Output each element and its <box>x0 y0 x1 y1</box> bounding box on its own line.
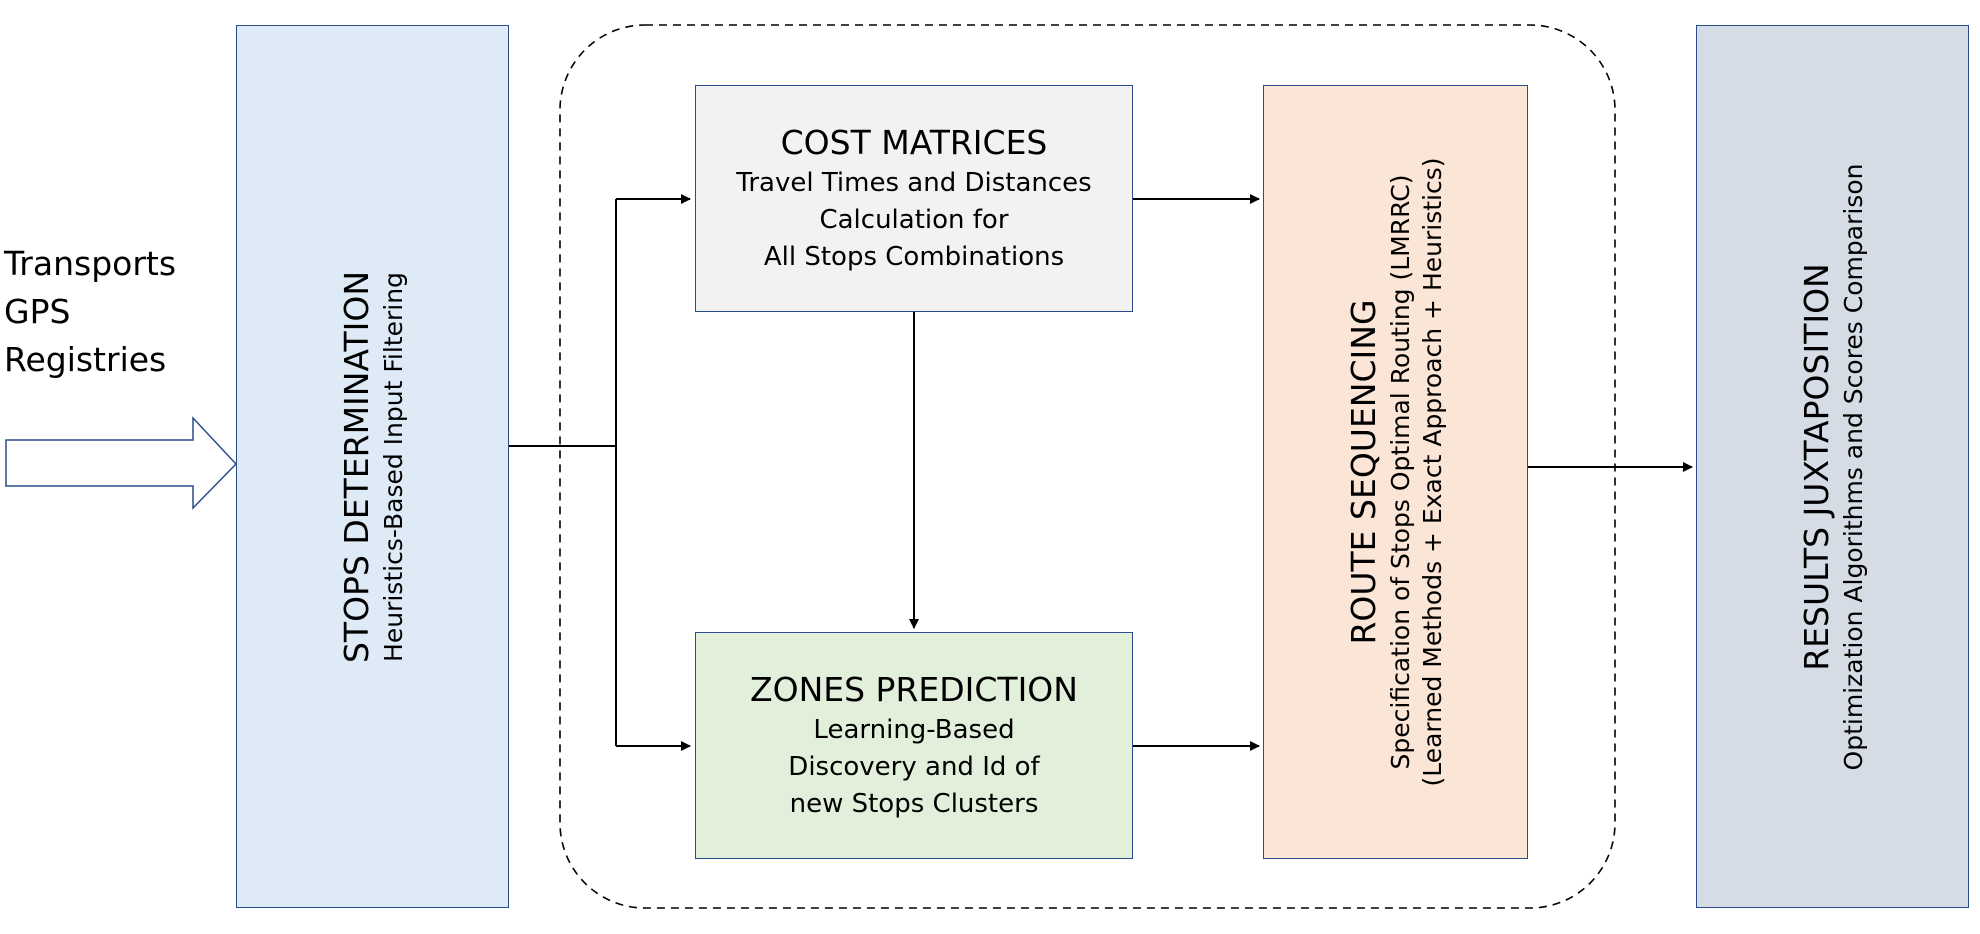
zones-prediction-line-3: new Stops Clusters <box>789 789 1039 819</box>
cost-matrices-box: COST MATRICES Travel Times and Distances… <box>695 85 1133 312</box>
cost-matrices-line-1: Travel Times and Distances <box>736 168 1092 198</box>
zones-prediction-box: ZONES PREDICTION Learning-Based Discover… <box>695 632 1133 859</box>
cost-matrices-line-2: Calculation for <box>819 205 1009 235</box>
zones-prediction-line-2: Discovery and Id of <box>788 752 1040 782</box>
input-source-label: Transports GPS Registries <box>4 240 176 384</box>
results-juxtaposition-subtitle: Optimization Algorithms and Scores Compa… <box>1838 163 1868 770</box>
cost-matrices-title: COST MATRICES <box>780 123 1048 162</box>
route-sequencing-text: ROUTE SEQUENCING Specification of Stops … <box>1343 157 1449 786</box>
input-line-gps: GPS <box>4 292 71 331</box>
stops-determination-text: STOPS DETERMINATION Heuristics-Based Inp… <box>336 270 410 662</box>
results-juxtaposition-box: RESULTS JUXTAPOSITION Optimization Algor… <box>1696 25 1969 908</box>
results-juxtaposition-title: RESULTS JUXTAPOSITION <box>1796 262 1836 671</box>
input-arrow <box>5 416 238 510</box>
zones-prediction-line-1: Learning-Based <box>813 715 1015 745</box>
zones-prediction-title: ZONES PREDICTION <box>750 670 1078 709</box>
route-sequencing-box: ROUTE SEQUENCING Specification of Stops … <box>1263 85 1528 859</box>
route-sequencing-title: ROUTE SEQUENCING <box>1343 299 1383 645</box>
stops-determination-title: STOPS DETERMINATION <box>336 270 376 663</box>
input-line-registries: Registries <box>4 340 167 379</box>
cost-matrices-line-3: All Stops Combinations <box>763 242 1065 272</box>
stops-determination-box: STOPS DETERMINATION Heuristics-Based Inp… <box>236 25 509 908</box>
route-sequencing-line-1: Specification of Stops Optimal Routing (… <box>1385 174 1415 770</box>
input-line-transports: Transports <box>4 244 177 283</box>
stops-determination-subtitle: Heuristics-Based Input Filtering <box>378 271 408 662</box>
results-juxtaposition-text: RESULTS JUXTAPOSITION Optimization Algor… <box>1796 163 1870 770</box>
route-sequencing-line-2: (Learned Methods + Exact Approach + Heur… <box>1417 157 1447 787</box>
